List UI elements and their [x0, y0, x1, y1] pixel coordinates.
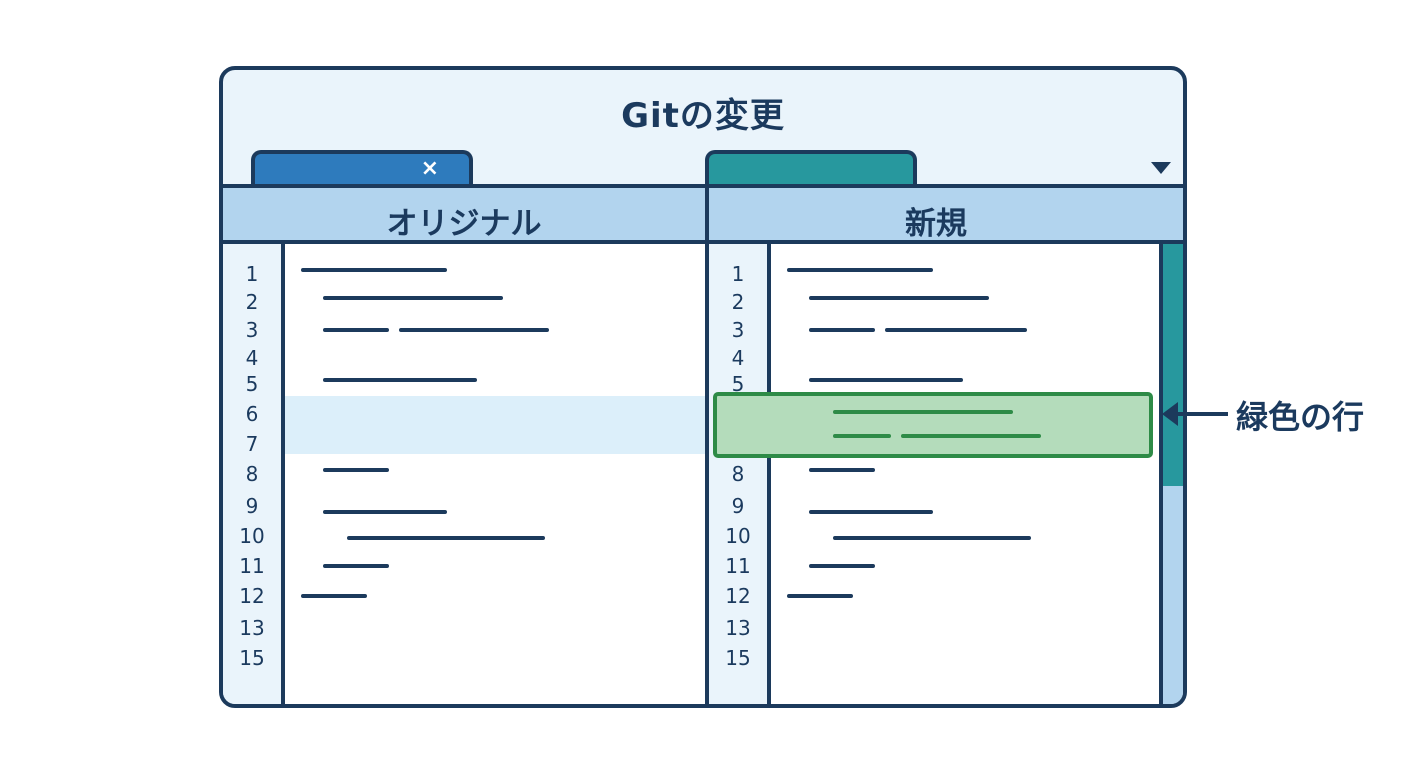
line-number-original: 9 — [245, 494, 259, 518]
code-line-new — [809, 468, 875, 472]
line-number-original: 6 — [245, 402, 259, 426]
line-number-new: 4 — [731, 346, 745, 370]
line-number-new: 15 — [725, 646, 751, 670]
column-title-new: 新規 — [905, 206, 967, 242]
code-line-new — [833, 536, 1031, 540]
line-number-original: 11 — [239, 554, 265, 578]
line-number-new: 8 — [731, 462, 745, 486]
code-line-original — [323, 328, 389, 332]
line-number-original: 2 — [245, 290, 259, 314]
code-line-new — [787, 594, 853, 598]
line-number-new: 5 — [731, 372, 745, 396]
line-number-original: 15 — [239, 646, 265, 670]
line-number-original: 8 — [245, 462, 259, 486]
code-pane-new[interactable] — [771, 244, 1159, 704]
arrow-icon — [1162, 402, 1178, 426]
line-number-new: 13 — [725, 616, 751, 640]
code-line-original — [323, 296, 503, 300]
code-line-new — [787, 268, 933, 272]
code-line-added — [901, 434, 1041, 438]
added-lines-highlight[interactable] — [713, 392, 1153, 458]
diff-window: Gitの変更 × オリジナル 新規 1122334455667788991010… — [219, 66, 1187, 708]
line-number-original: 4 — [245, 346, 259, 370]
line-gutter-original — [223, 244, 281, 704]
line-number-new: 1 — [731, 262, 745, 286]
line-gutter-new — [709, 244, 767, 704]
line-number-original: 1 — [245, 262, 259, 286]
line-number-new: 3 — [731, 318, 745, 342]
code-line-original — [323, 510, 447, 514]
scrollbar-divider — [1159, 244, 1163, 704]
line-number-original: 7 — [245, 432, 259, 456]
scrollbar[interactable] — [1163, 244, 1183, 704]
code-line-new — [809, 378, 963, 382]
arrow-line — [1174, 412, 1228, 416]
line-number-new: 11 — [725, 554, 751, 578]
pane-divider — [705, 184, 709, 704]
code-line-new — [809, 296, 989, 300]
column-header-bar: オリジナル 新規 — [223, 184, 1183, 244]
code-line-original — [323, 468, 389, 472]
line-number-original: 3 — [245, 318, 259, 342]
code-line-added — [833, 410, 1013, 414]
gutter-divider — [767, 244, 771, 704]
code-pane-original[interactable] — [285, 244, 705, 704]
code-line-original — [323, 564, 389, 568]
added-lines-annotation: 緑色の行 — [1236, 398, 1365, 436]
code-line-original — [301, 594, 367, 598]
code-line-new — [809, 564, 875, 568]
gutter-divider — [281, 244, 285, 704]
line-number-new: 2 — [731, 290, 745, 314]
line-number-new: 10 — [725, 524, 751, 548]
line-number-new: 9 — [731, 494, 745, 518]
code-line-original — [399, 328, 549, 332]
window-title: Gitの変更 — [621, 96, 785, 136]
line-number-original: 5 — [245, 372, 259, 396]
code-line-new — [809, 510, 933, 514]
removed-lines-band — [285, 396, 705, 454]
code-line-original — [323, 378, 477, 382]
scrollbar-thumb[interactable] — [1163, 244, 1183, 486]
line-number-original: 12 — [239, 584, 265, 608]
close-icon[interactable]: × — [420, 156, 439, 181]
code-line-new — [885, 328, 1027, 332]
code-line-new — [809, 328, 875, 332]
line-number-original: 13 — [239, 616, 265, 640]
line-number-new: 12 — [725, 584, 751, 608]
code-line-original — [347, 536, 545, 540]
line-number-original: 10 — [239, 524, 265, 548]
code-line-added — [833, 434, 891, 438]
chevron-down-icon[interactable] — [1151, 162, 1171, 174]
code-line-original — [301, 268, 447, 272]
column-title-original: オリジナル — [386, 206, 542, 242]
